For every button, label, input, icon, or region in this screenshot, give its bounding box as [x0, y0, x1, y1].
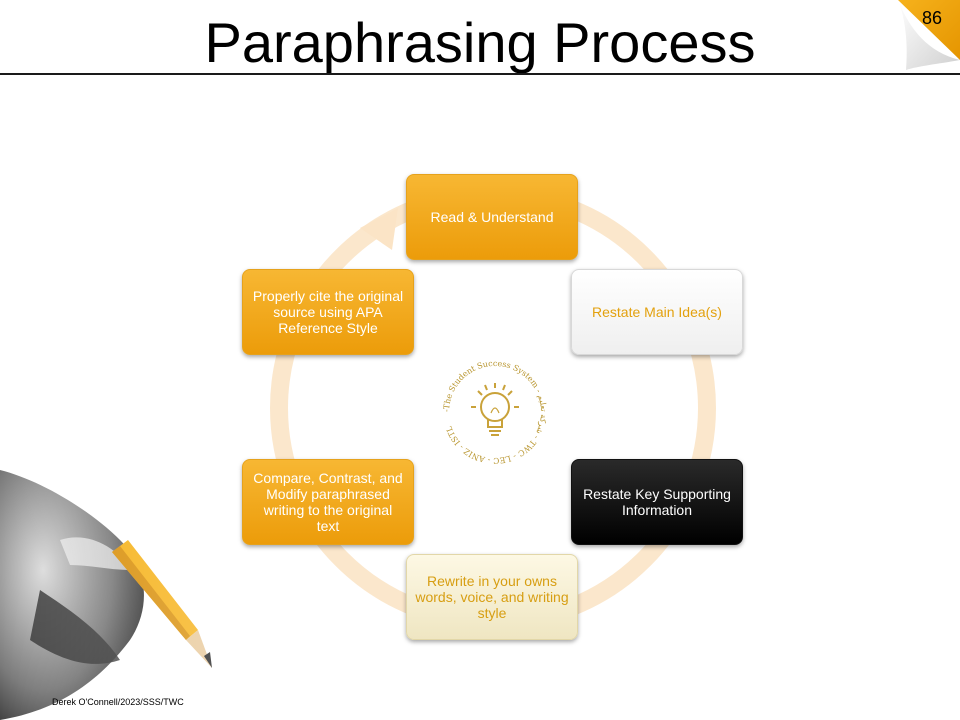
student-success-system-logo: -The Student Success System - شركة تعليم…: [442, 359, 548, 465]
step-label: Restate Key Supporting Information: [583, 486, 731, 518]
step-label: Read & Understand: [430, 209, 554, 225]
step-compare-contrast: Compare, Contrast, and Modify paraphrase…: [242, 459, 414, 545]
logo-ring-text: -The Student Success System - شركة تعليم…: [442, 359, 548, 465]
page-title: Paraphrasing Process: [204, 11, 756, 74]
page-number: 86: [922, 8, 943, 28]
footer-credit: Derek O'Connell/2023/SSS/TWC: [52, 697, 184, 707]
step-label: Rewrite in your owns words, voice, and w…: [415, 573, 569, 621]
page-curl-corner: [898, 0, 960, 70]
lightbulb-icon: [471, 383, 519, 436]
step-cite-source: Properly cite the original source using …: [242, 269, 414, 355]
step-read-understand: Read & Understand: [406, 174, 578, 260]
svg-text:-The Student Success System -: -The Student Success System - شركة تعليم…: [442, 359, 548, 465]
step-restate-key-supporting: Restate Key Supporting Information: [571, 459, 743, 545]
cycle-arrowhead: [360, 208, 398, 250]
step-rewrite: Rewrite in your owns words, voice, and w…: [406, 554, 578, 640]
title-divider: [0, 73, 960, 75]
step-label: Restate Main Idea(s): [592, 304, 722, 320]
step-label: Compare, Contrast, and Modify paraphrase…: [253, 470, 403, 534]
step-restate-main-ideas: Restate Main Idea(s): [571, 269, 743, 355]
step-label: Properly cite the original source using …: [252, 288, 404, 336]
hand-with-pencil-image: [0, 470, 240, 720]
